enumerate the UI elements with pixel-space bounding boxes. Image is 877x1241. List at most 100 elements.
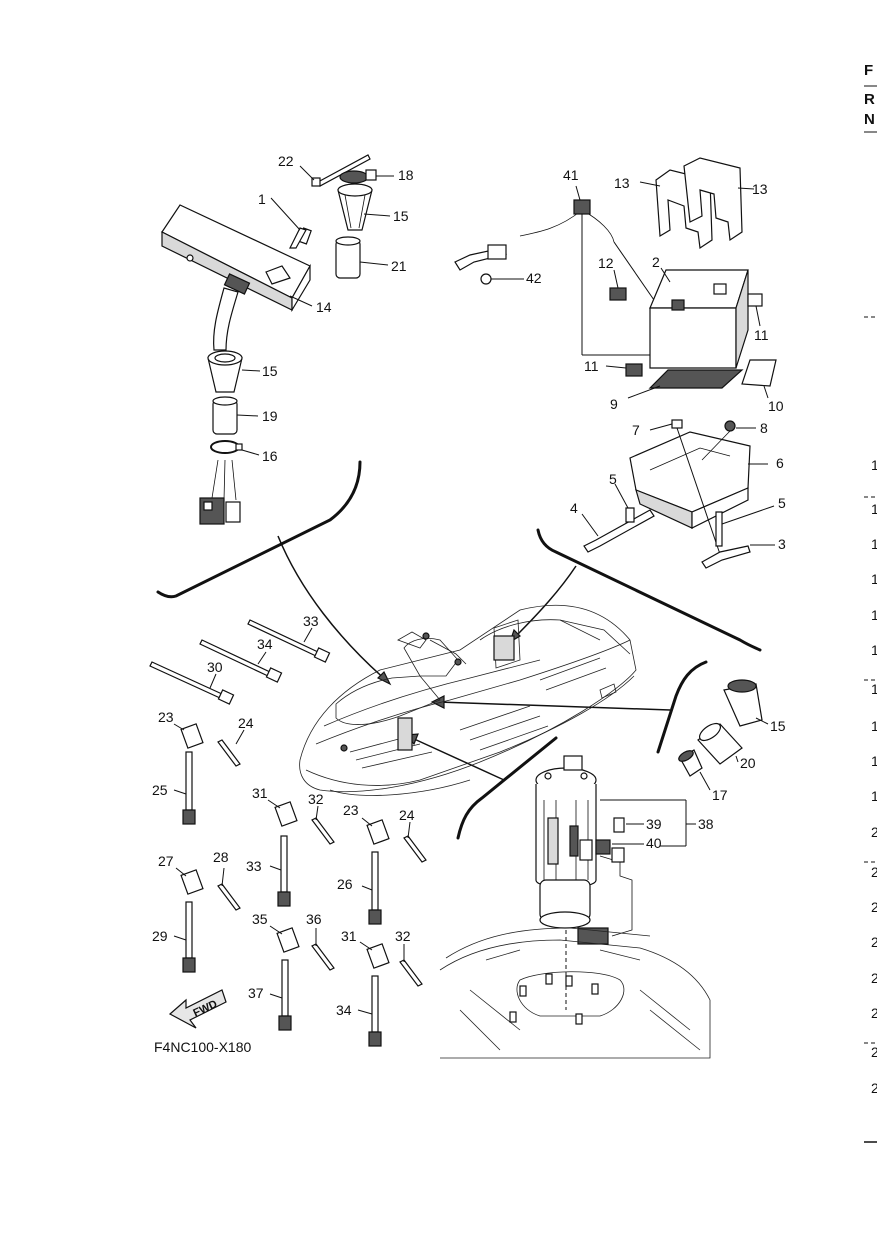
callout-13: 13 <box>752 181 768 197</box>
callout-37: 37 <box>248 985 264 1001</box>
tie-37 <box>281 959 289 1017</box>
edge-num: 1 <box>871 457 877 473</box>
callout-5: 5 <box>609 471 617 487</box>
cap-18 <box>339 170 369 184</box>
callout-34: 34 <box>257 636 273 652</box>
callout-19: 19 <box>262 408 278 424</box>
callout-35: 35 <box>252 911 268 927</box>
callout-34: 34 <box>336 1002 352 1018</box>
pad-11-right <box>747 293 763 307</box>
callout-36: 36 <box>306 911 322 927</box>
callout-9: 9 <box>610 396 618 412</box>
callout-13: 13 <box>614 175 630 191</box>
edge-num: 2 <box>871 1005 877 1021</box>
edge-num: 1 <box>871 642 877 658</box>
watercraft-hull <box>299 604 637 796</box>
bracket-4 <box>583 509 655 553</box>
callout-32: 32 <box>395 928 411 944</box>
callout-15: 15 <box>770 718 786 734</box>
callout-17: 17 <box>712 787 728 803</box>
callout-1: 1 <box>258 191 266 207</box>
pin-32a <box>311 817 335 845</box>
callout-24: 24 <box>399 807 415 823</box>
callout-30: 30 <box>207 659 223 675</box>
callout-40: 40 <box>646 835 662 851</box>
bolt-5-right <box>715 511 723 547</box>
figure-code: F4NC100-X180 <box>154 1039 251 1055</box>
tie-34b <box>371 975 379 1033</box>
callout-39: 39 <box>646 816 662 832</box>
edge-num: 1 <box>871 607 877 623</box>
tie-29 <box>185 901 193 959</box>
callout-7: 7 <box>632 422 640 438</box>
bracket-3 <box>701 545 751 569</box>
clamp-16 <box>210 440 240 454</box>
battery-2 <box>649 269 749 309</box>
nut-8 <box>724 420 736 432</box>
callout-11: 11 <box>754 327 769 343</box>
callout-12: 12 <box>598 255 614 271</box>
edge-letter-r: R <box>864 91 875 108</box>
connector-39 <box>613 817 625 833</box>
fwd-arrow: FWD <box>168 989 227 1029</box>
callout-26: 26 <box>337 876 353 892</box>
callout-18: 18 <box>398 167 414 183</box>
callout-31: 31 <box>252 785 268 801</box>
edge-num: 2 <box>871 899 877 915</box>
fwd-label: FWD <box>191 998 219 1019</box>
bolt-7 <box>671 419 683 429</box>
callout-33: 33 <box>303 613 319 629</box>
edge-num: 1 <box>871 501 877 517</box>
callout-42: 42 <box>526 270 542 286</box>
edge-num: 1 <box>871 681 877 697</box>
pin-28 <box>217 883 241 911</box>
edge-num: 1 <box>871 571 877 587</box>
right-grommet-group <box>678 679 769 791</box>
edge-letter-f: F <box>864 62 873 79</box>
callout-32: 32 <box>308 791 324 807</box>
holder-31a <box>274 801 298 827</box>
pin-24b <box>403 835 427 863</box>
edge-num: 1 <box>871 536 877 552</box>
pad-9 <box>648 369 744 389</box>
callout-6: 6 <box>776 455 784 471</box>
callout-22: 22 <box>278 153 294 169</box>
terminal-41 <box>573 199 591 215</box>
connector-pump <box>577 927 609 945</box>
pad-10 <box>741 359 777 387</box>
edge-num: 2 <box>871 1044 877 1060</box>
bolt-1 <box>289 227 312 249</box>
pin-36 <box>311 943 335 971</box>
callout-27: 27 <box>158 853 174 869</box>
pad-11-left <box>625 363 643 377</box>
callout-41: 41 <box>563 167 579 183</box>
edge-num: 1 <box>871 788 877 804</box>
right-page-edge: F R N 1 1 1 1 1 1 1 1 1 1 2 2 2 2 2 2 2 … <box>864 62 877 1143</box>
callout-24: 24 <box>238 715 254 731</box>
bolt-5-left <box>625 507 635 523</box>
holder-31b <box>366 943 390 969</box>
battery-group <box>454 157 777 569</box>
callout-20: 20 <box>740 755 756 771</box>
holder-23b <box>366 819 390 845</box>
connector-40 <box>595 839 611 855</box>
callout-14: 14 <box>316 299 332 315</box>
callout-28: 28 <box>213 849 229 865</box>
callout-38: 38 <box>698 816 714 832</box>
bolt-42 <box>480 273 492 285</box>
callout-33: 33 <box>246 858 262 874</box>
callout-5: 5 <box>778 495 786 511</box>
deck-sketch <box>439 927 711 1059</box>
tube-21 <box>335 239 361 279</box>
cable-ties <box>149 619 427 1047</box>
callout-2: 2 <box>652 254 660 270</box>
edge-num: 1 <box>871 753 877 769</box>
tie-25 <box>185 751 193 811</box>
callout-25: 25 <box>152 782 168 798</box>
tie-33b <box>280 835 288 893</box>
edge-num: 2 <box>871 970 877 986</box>
edge-num: 2 <box>871 1080 877 1096</box>
callout-16: 16 <box>262 448 278 464</box>
callout-11: 11 <box>584 358 599 374</box>
edge-num: 1 <box>871 718 877 734</box>
